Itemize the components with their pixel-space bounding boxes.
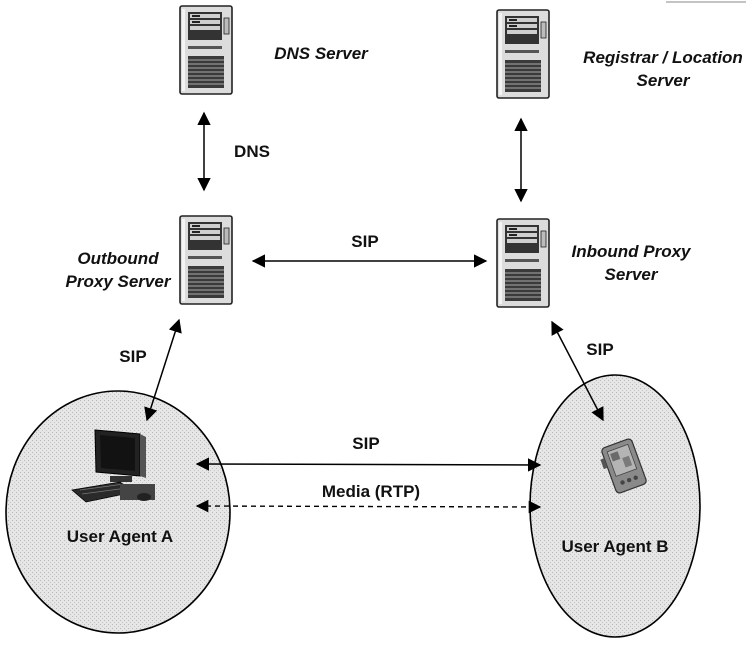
- ua-b-sip-arrow: [551, 320, 604, 422]
- desktop-computer-icon: [71, 429, 155, 503]
- outbound-label-line1: Outbound: [77, 249, 159, 268]
- user-agent-b-zone: [529, 374, 701, 638]
- inbound-proxy-server-icon: [496, 218, 550, 308]
- proxy-sip-label: SIP: [351, 232, 379, 251]
- outbound-label-line2: Proxy Server: [65, 272, 171, 291]
- inbound-proxy-server-label: Inbound Proxy Server: [567, 240, 695, 286]
- dns-server-label: DNS Server: [274, 44, 368, 63]
- ua-sip-arrow: [195, 457, 542, 472]
- registrar-location-server-label: Registrar / Location Server: [580, 46, 746, 92]
- dns-server-icon: [179, 5, 233, 95]
- user-agent-a-zone: [5, 390, 231, 634]
- inbound-label-line2: Server: [604, 265, 658, 284]
- dns-link-label: DNS: [234, 142, 270, 161]
- ua-sip-label: SIP: [352, 434, 380, 453]
- ua-a-sip-label: SIP: [119, 347, 147, 366]
- inbound-label-line1: Inbound Proxy: [571, 242, 691, 261]
- user-agent-b-label: User Agent B: [561, 537, 669, 556]
- user-agent-a-label: User Agent A: [66, 527, 174, 546]
- registrar-label-line2: Server: [636, 71, 690, 90]
- media-rtp-arrow: [195, 499, 542, 514]
- media-rtp-label: Media (RTP): [321, 482, 421, 501]
- outbound-proxy-server-icon: [179, 215, 233, 305]
- outbound-proxy-server-label: Outbound Proxy Server: [60, 247, 176, 293]
- pda-icon: [600, 438, 647, 494]
- ua-b-sip-label: SIP: [586, 340, 614, 359]
- registrar-server-icon: [496, 9, 550, 99]
- registrar-label-line1: Registrar / Location: [583, 48, 743, 67]
- ua-a-sip-arrow: [144, 318, 182, 422]
